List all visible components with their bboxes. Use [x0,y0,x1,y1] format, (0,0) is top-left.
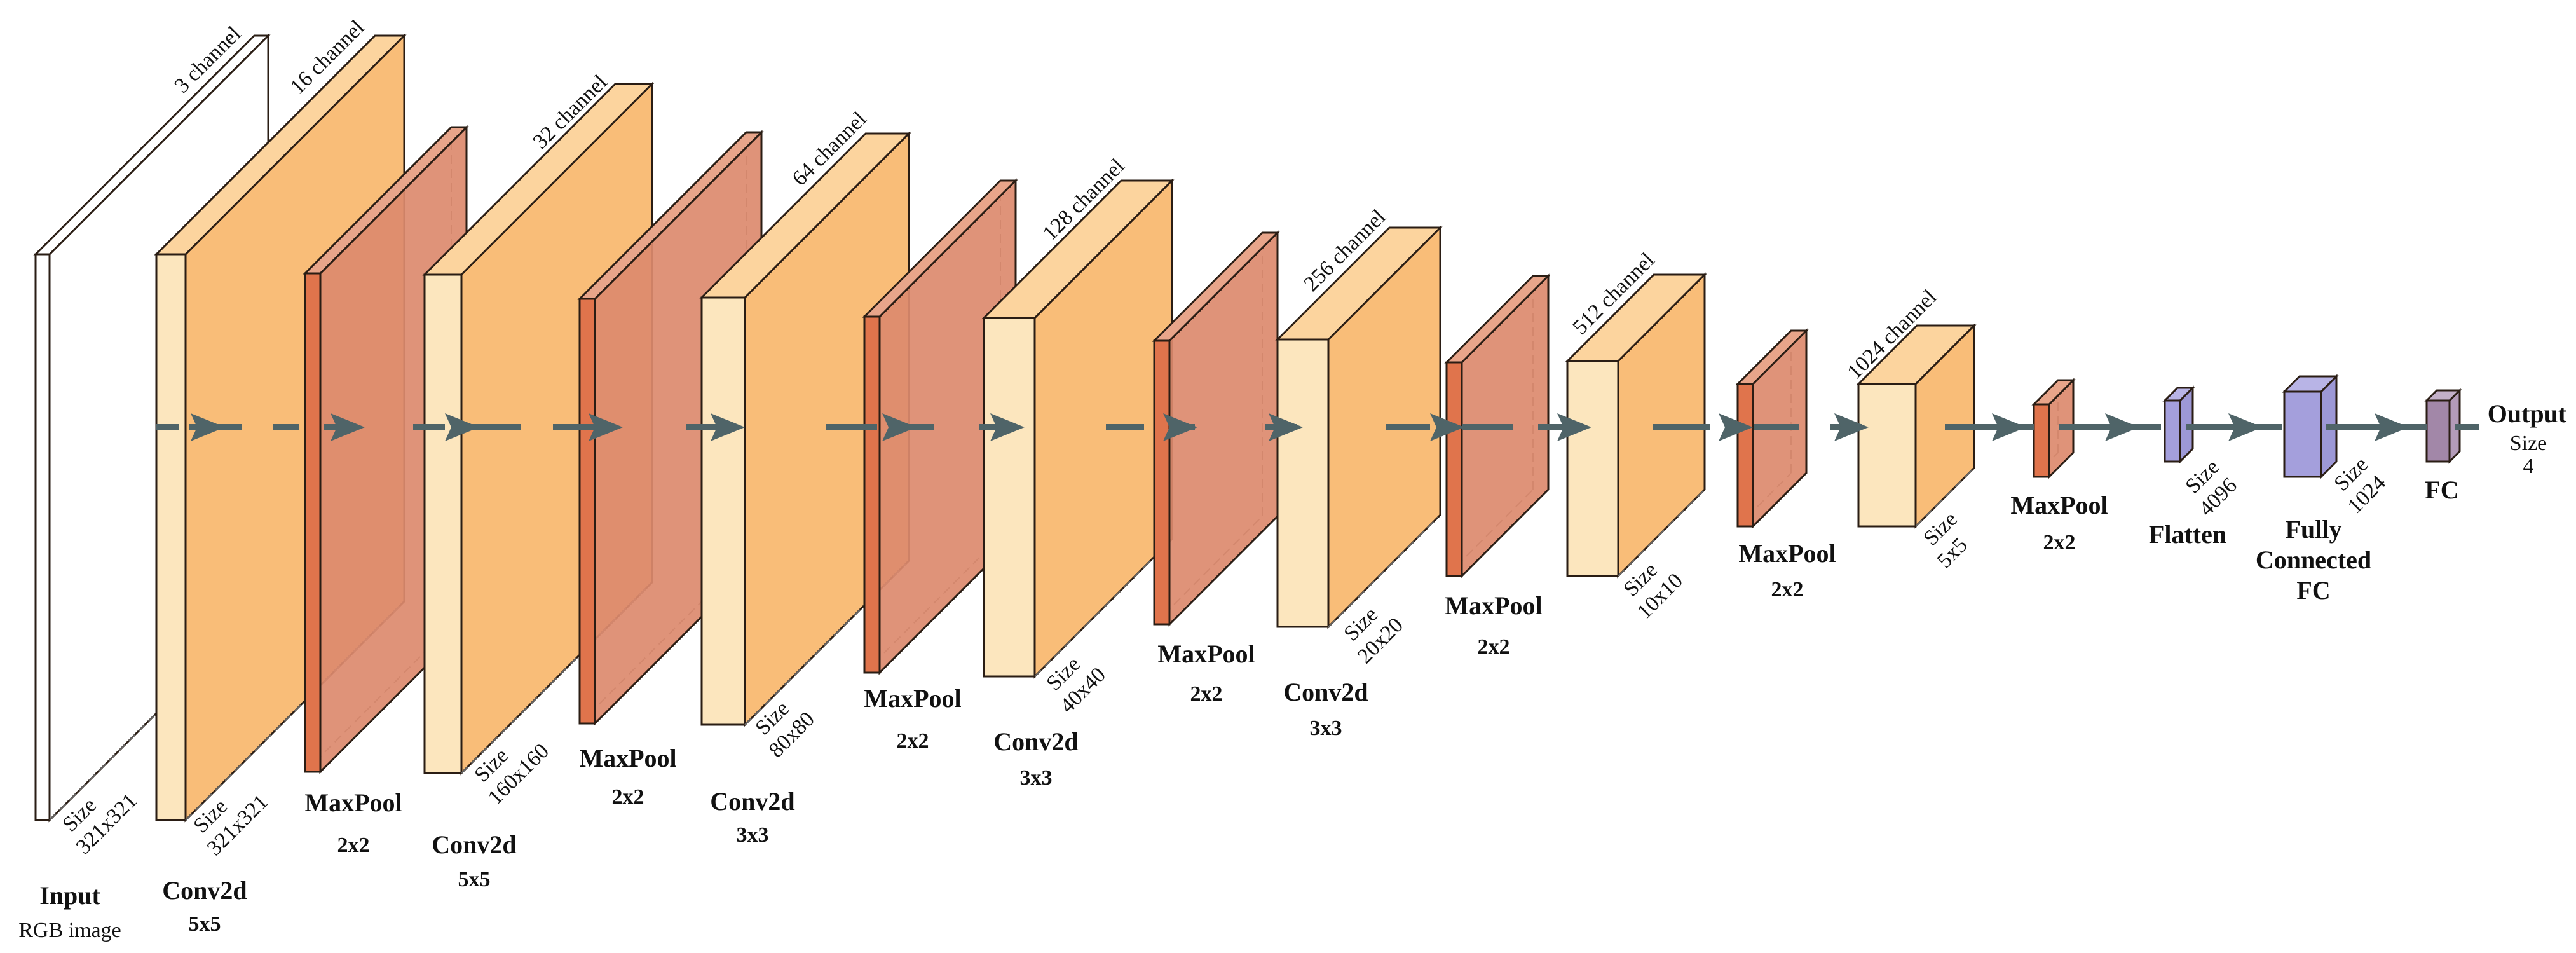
flatten-name: Flatten [2149,520,2226,549]
pool5-name: MaxPool [1445,591,1542,620]
conv2-kernel: 5x5 [458,868,491,891]
conv5-block [1275,225,1443,629]
pool7-kernel: 2x2 [2043,531,2076,554]
fc2-name: FC [2425,476,2458,504]
front-face [2283,390,2322,478]
hidden-edge [1328,516,1439,627]
pool3-name: MaxPool [864,684,961,713]
conv1-name: Conv2d [162,876,247,905]
flow-arrowhead [990,413,1025,441]
hidden-edge [1618,491,1703,577]
flow-arrowhead [1430,413,1464,441]
pool6-kernel: 2x2 [1771,578,1804,601]
front-face [1566,360,1619,577]
flow-arrowhead [1163,413,1197,441]
input-subtitle: RGB image [18,919,121,942]
pool1-kernel: 2x2 [337,833,370,857]
hidden-edge [1034,541,1170,677]
pool4-block [1152,230,1280,627]
pool2-name: MaxPool [579,744,676,772]
flow-arrowhead [1269,413,1303,441]
conv3-kernel: 3x3 [737,823,769,847]
flow-arrowhead [445,413,479,441]
flow-arrowhead [191,413,225,441]
front-face [1857,383,1917,528]
flow-arrowhead [2228,413,2263,441]
flow-arrowhead [2375,413,2409,441]
front-face [1736,383,1754,528]
flow-arrowhead [1719,413,1753,441]
front-face [304,272,322,773]
output-name: Output [2488,399,2567,428]
flow-arrows-overlay [156,413,2479,441]
conv5-name: Conv2d [1283,678,1368,706]
flatten-block [2162,385,2195,464]
front-face [1445,361,1463,577]
conv3-name: Conv2d [710,787,794,816]
flow-arrowhead [1557,413,1591,441]
conv5-kernel: 3x3 [1310,716,1342,740]
pool4-kernel: 2x2 [1190,682,1223,706]
front-face [2164,399,2181,463]
front-face [1276,338,1330,628]
flow-arrowhead [1992,413,2026,441]
pool6-name: MaxPool [1738,539,1836,568]
fc1-name-line2: Connected [2256,545,2371,574]
pool7-block [2031,378,2076,479]
front-face [1153,339,1171,626]
conv4-kernel: 3x3 [1020,766,1053,790]
hidden-edge [461,586,649,774]
pool4-name: MaxPool [1157,640,1255,668]
pool3-block [862,178,1018,675]
flow-arrowhead [331,413,365,441]
flow-arrowhead [882,413,917,441]
front-face [2033,403,2050,478]
flow-arrowhead [589,413,623,441]
conv1-kernel: 5x5 [189,912,221,936]
pool5-kernel: 2x2 [1478,635,1510,659]
conv4-block [981,178,1175,679]
conv2-name: Conv2d [432,830,516,859]
output-size-word: Size [2510,432,2547,455]
front-face [34,253,51,821]
front-face [863,315,881,674]
operation-labels: Input RGB image Conv2d 5x5 MaxPool 2x2 C… [18,399,2567,942]
front-face [155,253,187,821]
flatten-size-label: Size 4096 [2181,455,2241,521]
pool3-kernel: 2x2 [897,729,929,753]
front-face [578,298,596,725]
conv4-name: Conv2d [993,727,1078,756]
front-face [700,296,746,726]
front-face [423,273,463,774]
fc1-name-line1: Fully [2286,515,2342,544]
input-name: Input [39,881,100,910]
flow-arrowhead [2105,413,2139,441]
pool1-name: MaxPool [304,788,402,817]
pool2-kernel: 2x2 [612,785,644,809]
flow-arrowhead [1834,413,1869,441]
front-face [2425,399,2451,463]
front-face [983,317,1036,678]
fc1-name-line3: FC [2296,576,2330,605]
output-size-value: 4 [2523,455,2534,478]
flow-arrowhead [711,413,745,441]
pool7-name: MaxPool [2010,491,2108,519]
